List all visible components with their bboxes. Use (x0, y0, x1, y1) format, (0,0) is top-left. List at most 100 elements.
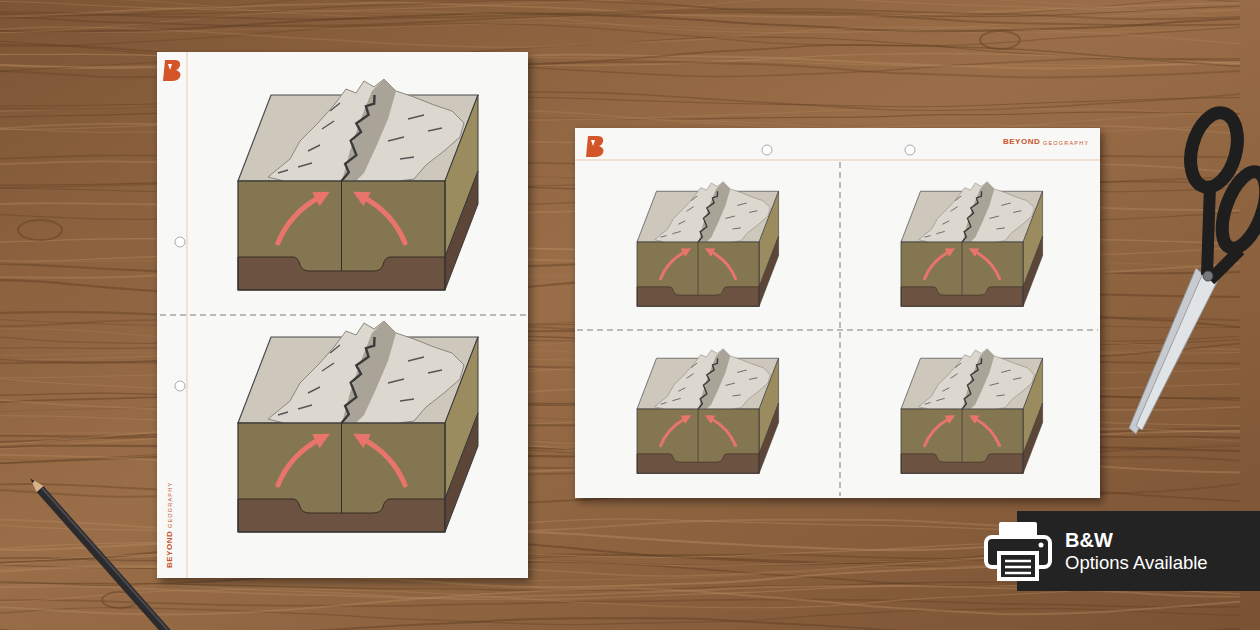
punch-hole (175, 237, 185, 247)
ridge-crease (1001, 203, 1010, 205)
ridge-crease (330, 345, 340, 353)
logo-mark (586, 136, 604, 157)
crust-layer (637, 409, 759, 473)
ridge-crease (726, 383, 735, 385)
brand-label: BEYOND (1003, 138, 1040, 147)
crust-layer (238, 181, 445, 290)
ridge-crease (990, 216, 999, 218)
ridge-crease (691, 196, 697, 201)
mountain-range (268, 321, 464, 423)
ridge-crease (322, 363, 334, 371)
side-mantle (1023, 403, 1042, 473)
plate-boundary (341, 181, 342, 271)
punch-hole (762, 145, 772, 155)
convection-arrow (661, 251, 686, 278)
mountain-range (655, 182, 771, 242)
scissors (1129, 108, 1260, 434)
ridge-crease (428, 370, 442, 373)
mountain-range (655, 349, 771, 409)
ridge-crease (997, 228, 1005, 229)
side-mantle (1023, 236, 1042, 306)
cut-line (840, 162, 841, 496)
convection-arrow (711, 251, 736, 278)
ridge-crease (997, 395, 1005, 396)
ridge-crease (951, 207, 958, 212)
wood-grain-line (0, 618, 1240, 630)
ridge-crease (298, 163, 312, 167)
scissor-pivot (1203, 271, 1213, 281)
ridge-crease (925, 403, 931, 405)
ridge-crease (278, 170, 288, 173)
side-mantle (445, 171, 478, 290)
ridge-crease (298, 405, 312, 409)
ridge-crease (925, 236, 931, 238)
pencil-lead (30, 478, 35, 483)
margin-line (187, 52, 188, 578)
convection-arrow (363, 439, 405, 485)
ridge-crease (408, 115, 424, 119)
side-mantle (759, 403, 778, 473)
printer-paper-line (1005, 566, 1031, 569)
ridge-crease (308, 145, 320, 151)
ridge-crease (661, 403, 667, 405)
ridge-crease (1013, 211, 1021, 213)
rift-valley (698, 191, 717, 242)
mountain-shade (698, 349, 730, 409)
printer-icon (983, 519, 1055, 583)
badge-text: Options Available (1065, 552, 1250, 574)
ridge-crease (322, 121, 334, 129)
block-outline (637, 242, 759, 306)
mountain-shade (342, 321, 396, 423)
ridge-crease (733, 228, 741, 229)
divergent-boundary-block (637, 182, 779, 306)
ridge-crease (278, 412, 288, 415)
crust-layer (901, 242, 1023, 306)
wood-grain-line (0, 608, 1240, 625)
ridge-crease (733, 395, 741, 396)
wood-grain-line (0, 27, 1240, 47)
divergent-boundary-block (238, 321, 478, 532)
wood-grain-line (0, 0, 1240, 20)
cut-line (577, 330, 1098, 331)
wood-grain-line (0, 0, 1240, 18)
printer-paper-out (999, 553, 1037, 579)
wood-grain-line (0, 12, 1240, 26)
ridge-crease (428, 128, 442, 131)
ridge-crease (672, 398, 680, 400)
ridge-crease (749, 211, 757, 213)
side-mantle (445, 413, 478, 532)
rift-valley (698, 358, 717, 409)
wood-grain-line (0, 600, 1240, 608)
brand-label: GEOGRAPHY (167, 482, 173, 528)
wood-knot (18, 220, 62, 240)
ridge-crease (400, 399, 414, 401)
ridge-crease (672, 231, 680, 233)
brand-label: GEOGRAPHY (1043, 140, 1089, 146)
ridge-crease (951, 374, 958, 379)
ridge-crease (661, 236, 667, 238)
mountain-shade (962, 182, 994, 242)
side-mantle (759, 236, 778, 306)
convection-arrow (711, 418, 736, 445)
convection-arrow (363, 197, 405, 243)
plate-boundary (962, 242, 963, 295)
wood-grain-line (0, 0, 1240, 2)
ridge-crease (990, 383, 999, 385)
ridge-crease (308, 387, 320, 393)
ridge-crease (1013, 378, 1021, 380)
printer-paper-line (1005, 572, 1031, 575)
ridge-crease (687, 207, 694, 212)
crust-layer (637, 242, 759, 306)
block-outline (637, 409, 759, 473)
plate-boundary (962, 409, 963, 462)
ridge-crease (936, 231, 944, 233)
ridge-crease (955, 196, 961, 201)
block-outline (901, 409, 1023, 473)
ridge-crease (726, 216, 735, 218)
worksheet-portrait (157, 52, 528, 578)
brand-label: BEYOND (166, 531, 175, 568)
wood-grain-line (0, 23, 1240, 46)
badge-heading: B&W (1065, 528, 1250, 552)
rift-valley (962, 358, 981, 409)
badge-box: B&WOptions Available (1017, 511, 1260, 591)
